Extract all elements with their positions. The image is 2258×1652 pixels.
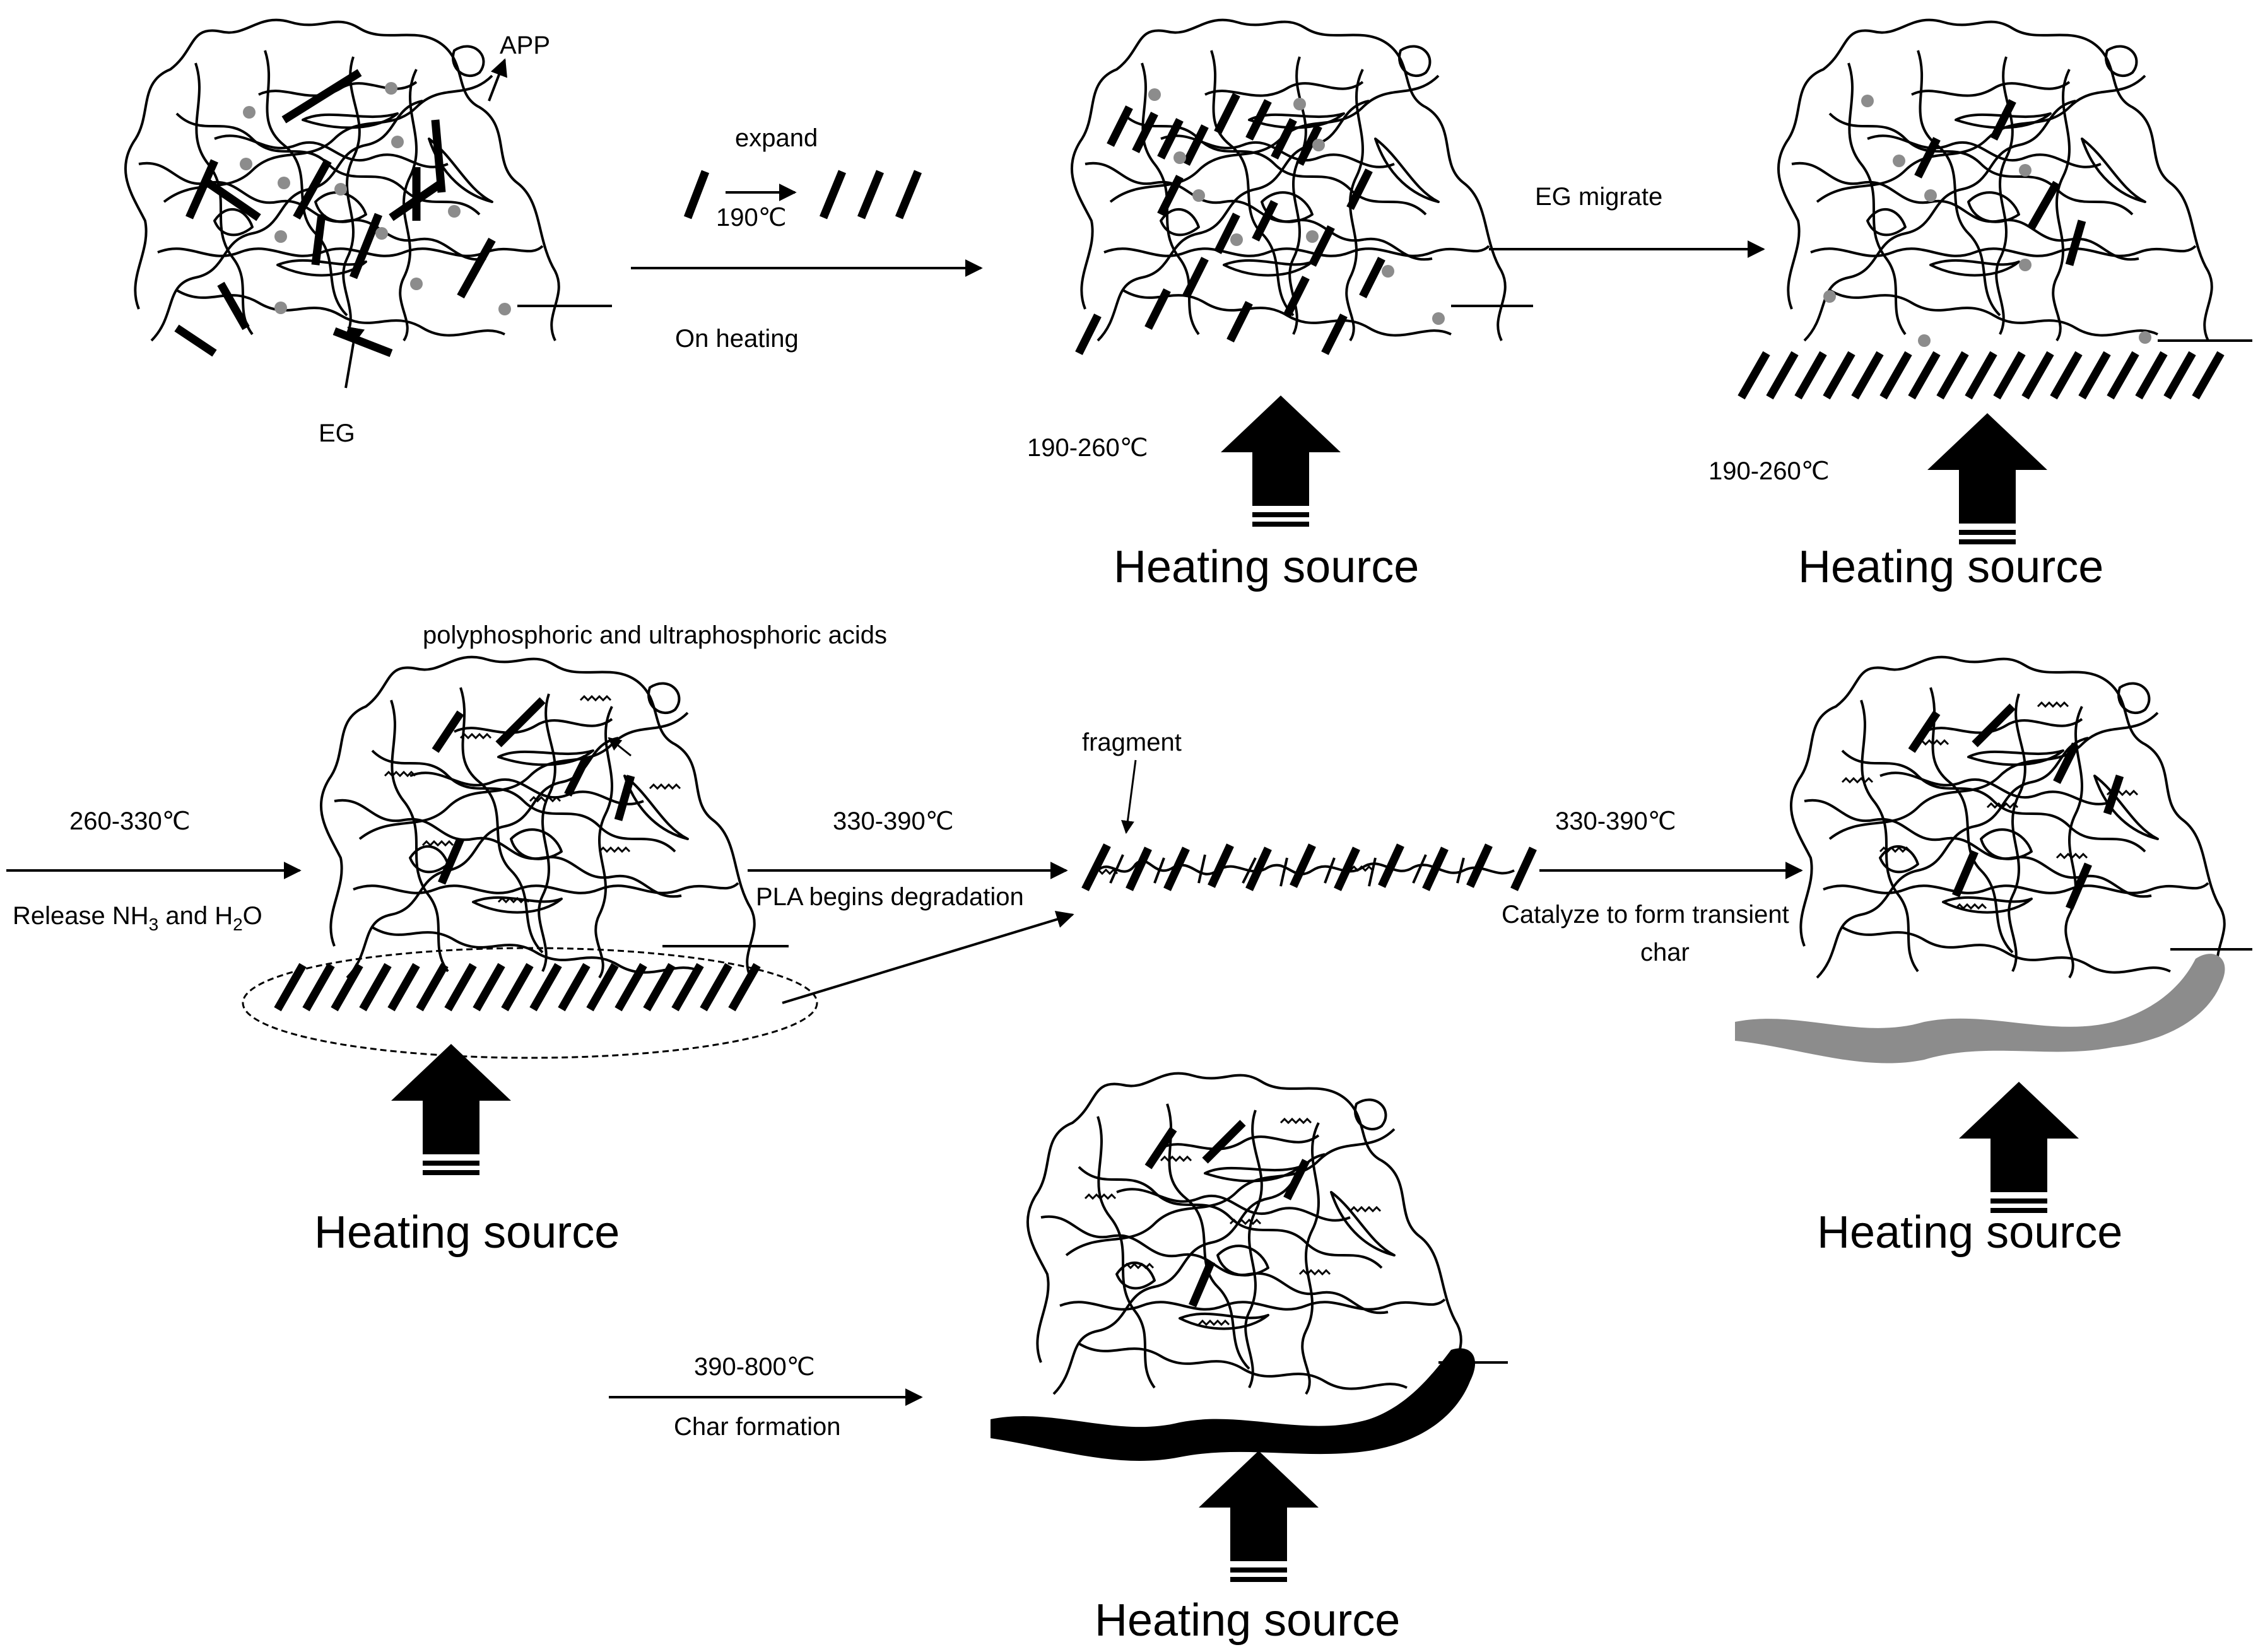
heating-source-label: Heating source [1817,1207,2122,1258]
heating-arrow-icon [391,1044,511,1175]
transition-pla-degradation: 330-390℃ PLA begins degradation [748,807,1074,1004]
heating-arrow-icon [1927,413,2047,544]
polymer-ball [1026,1072,1462,1395]
eg-flakes [432,697,635,885]
heating-arrow-icon [1199,1451,1319,1582]
heating-source-label: Heating source [314,1207,620,1258]
fragment-row [1081,843,1537,891]
app-label: APP [500,32,550,59]
transition-catalyze: 330-390℃ Catalyze to form transient char [1502,807,1803,966]
char-layer [991,1348,1476,1462]
eg-flakes [1908,703,2124,910]
expanded-eg-flakes [1075,93,1385,355]
polymer-ball [1789,655,2226,979]
on-heating-label: On heating [675,325,799,353]
catalyze-label-line2: char [1640,939,1690,966]
panel-expanded: 190-260℃ Heating source [1027,18,1533,592]
pla-degradation-label: PLA begins degradation [756,883,1024,911]
eg-label: EG [319,419,355,447]
transition-on-heating: expand 190℃ On heating [631,124,983,353]
temp-range-label: 330-390℃ [833,807,954,835]
app-particles [240,82,511,315]
eg-layer [1741,353,2221,397]
acids-label: polyphosphoric and ultraphosphoric acids [423,621,887,649]
panel-fragments: fragment [1081,729,1537,891]
eg-flakes [174,69,496,358]
temp-range-label: 190-260℃ [1027,434,1148,462]
heating-arrow-icon [1959,1082,2079,1213]
heating-source-label: Heating source [1114,542,1419,592]
eg-flakes [1144,1120,1310,1308]
eg-layer [278,965,757,1009]
fragment-label: fragment [1082,729,1182,756]
heating-arrow-icon [1221,395,1341,527]
eg-migrate-label: EG migrate [1535,183,1662,211]
temp-range-label: 190-260℃ [1708,457,1830,485]
polymer-ball [124,18,560,342]
heating-source-label: Heating source [1095,1595,1400,1646]
panel-acid-release: 260-330℃ Release NH3 and H2O polyphospho… [6,621,887,1258]
expand-label: expand [735,124,818,152]
app-particles [1148,88,1445,325]
panel-char-formation: 390-800℃ Char formation Heating source [609,1072,1508,1646]
temp-range-label: 390-800℃ [694,1353,815,1381]
panel-transient-char: Heating source [1735,655,2252,1258]
eg-layer-highlight [242,947,818,1059]
eg-expansion-icon [683,170,922,220]
release-gas-label: Release NH3 and H2O [13,902,262,934]
app-particles [1823,95,2151,347]
panel-migrated: 190-260℃ Heating source [1708,18,2252,592]
catalyze-label-line1: Catalyze to form transient [1502,901,1789,929]
eg-flakes [1914,99,2086,266]
polymer-ball [1070,18,1507,342]
char-formation-label: Char formation [674,1413,841,1441]
temp-range-label: 260-330℃ [69,807,191,835]
heating-source-label: Heating source [1798,542,2103,592]
transient-char-layer [1735,954,2225,1063]
temp-190-label: 190℃ [716,204,787,231]
temp-range-label: 330-390℃ [1555,807,1676,835]
panel-initial: APP EG [124,18,612,447]
polymer-ball [1777,18,2213,342]
transition-eg-migrate: EG migrate [1489,183,1765,258]
